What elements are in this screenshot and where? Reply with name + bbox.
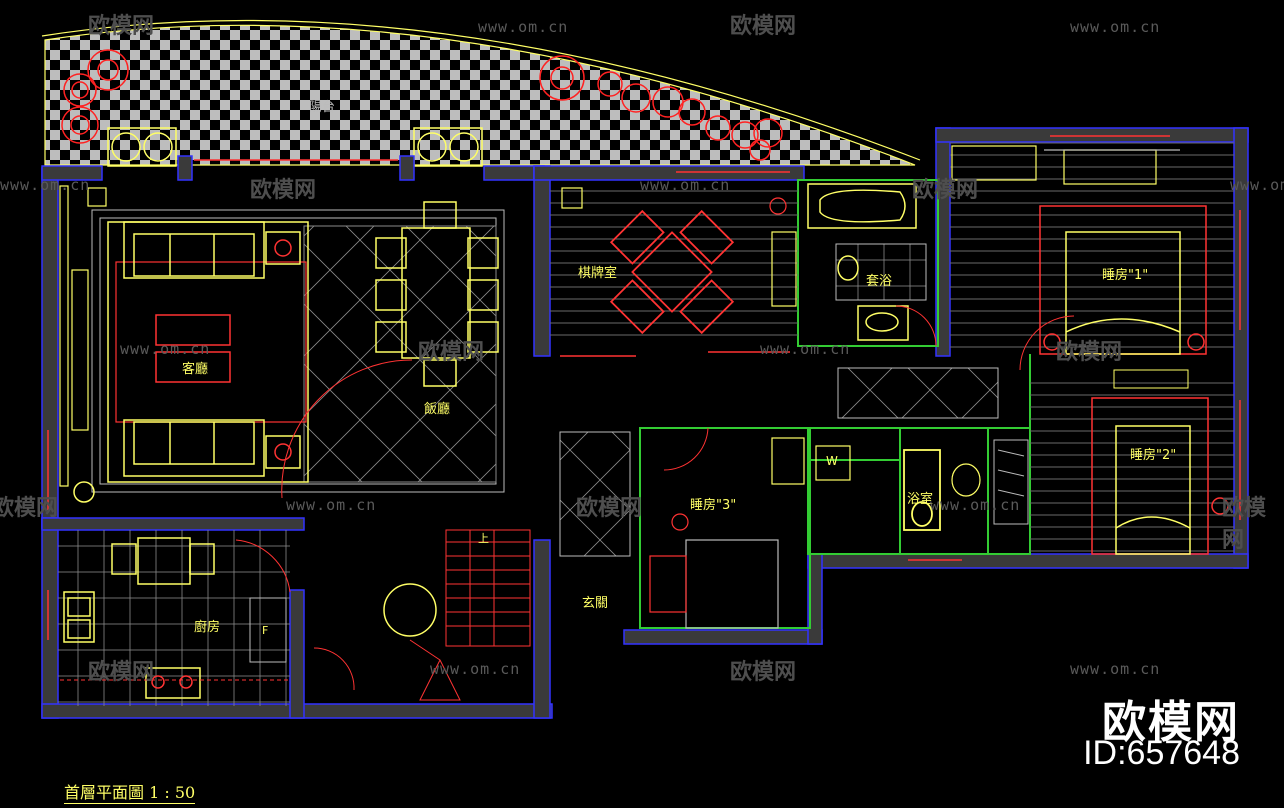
bathroom-cabinet	[993, 439, 1029, 525]
watermark-site: www.om.cn	[1230, 176, 1284, 194]
staircase	[409, 529, 531, 701]
dining-table	[375, 201, 499, 387]
watermark-brand: 欧模网	[250, 178, 317, 203]
watermark-site: www.om.cn	[1070, 660, 1161, 678]
watermark-site: www.om.cn	[0, 176, 91, 194]
door-swing-foyer	[313, 647, 355, 691]
plant-cluster-right	[539, 55, 783, 161]
bedroom2-floor	[1030, 372, 1234, 554]
plant-cluster-left	[61, 49, 129, 144]
bedroom1-bed	[1039, 205, 1207, 355]
bedroom1-wardrobe	[951, 145, 1180, 185]
watermark-site: www.om.cn	[760, 340, 851, 358]
room-label-bedroom1: 睡房"1"	[1102, 268, 1149, 283]
watermark-brand: 欧模网	[1056, 340, 1123, 365]
fridge-label: F	[262, 624, 269, 637]
watermark-site: www.om.cn	[120, 340, 211, 358]
chess-room-fixtures	[561, 187, 797, 307]
foyer-screen	[559, 431, 631, 557]
kitchen-dining-set	[111, 537, 215, 585]
watermark-site: www.om.cn	[640, 176, 731, 194]
watermark-brand: 欧模网	[730, 14, 797, 39]
sofa-bottom	[123, 419, 265, 477]
suite-shower	[835, 243, 927, 301]
watermark-brand: 欧模网	[912, 178, 979, 203]
watermark-brand: 欧模网	[730, 660, 797, 685]
watermark-site: www.om.cn	[478, 18, 569, 36]
watermark-brand: 欧模网	[1222, 496, 1267, 553]
bedroom2-desk	[1113, 369, 1189, 389]
kitchen-stove	[145, 667, 201, 699]
bathroom-fixtures	[771, 437, 981, 531]
balcony-terrace	[41, 19, 921, 166]
door-swing-dining	[281, 359, 413, 499]
watermark-brand: 欧模网	[576, 496, 643, 521]
washer-label: W	[826, 454, 838, 468]
exterior-walls	[41, 127, 1249, 719]
drawing-caption: 首層平面圖 1 : 50	[64, 779, 196, 804]
room-label-balcony: 陽台	[309, 100, 336, 115]
room-label-bedroom3: 睡房"3"	[690, 498, 737, 513]
bedroom3-furniture	[649, 513, 779, 629]
watermark-site: www.om.cn	[1070, 18, 1161, 36]
door-swing-suite	[895, 305, 937, 347]
door-swing-bedroom1	[1019, 315, 1075, 371]
coffee-table	[155, 314, 231, 383]
room-label-chess-room: 棋牌室	[578, 266, 618, 281]
room-label-living: 客廳	[182, 362, 209, 377]
door-swing-bedroom3	[663, 427, 709, 471]
door-swing-kitchen	[235, 539, 291, 593]
planter-pots	[107, 127, 483, 167]
watermark-site: www.om.cn	[286, 496, 377, 514]
suite-bathtub	[807, 183, 917, 229]
hall-cabinet	[837, 367, 999, 419]
model-id: ID:657648	[1083, 734, 1240, 772]
room-label-dining: 飯廳	[424, 402, 451, 417]
corner-brand-logo: 欧模网	[1102, 697, 1240, 748]
chess-room-floor	[550, 182, 798, 342]
chess-table	[609, 209, 735, 335]
room-label-suite-bath: 套浴	[866, 274, 893, 289]
stair-up-label: 上	[478, 532, 489, 545]
bedroom1-floor	[950, 140, 1234, 354]
sofa-top	[123, 221, 265, 279]
suite-fixtures	[837, 255, 909, 341]
fridge	[249, 597, 287, 663]
room-label-kitchen: 廚房	[194, 620, 221, 635]
watermark-brand: 欧模网	[88, 14, 155, 39]
windows	[47, 135, 1241, 640]
side-lamps	[73, 231, 301, 503]
kitchen-floor	[58, 530, 290, 706]
watermark-site: www.om.cn	[430, 660, 521, 678]
watermark-site: www.om.cn	[930, 496, 1021, 514]
room-label-foyer: 玄關	[582, 596, 609, 611]
living-west-details	[59, 185, 107, 487]
watermark-brand: 欧模网	[418, 340, 485, 365]
kitchen-sink	[63, 591, 95, 643]
watermark-brand: 欧模网	[88, 660, 155, 685]
room-label-bedroom2: 睡房"2"	[1130, 448, 1177, 463]
room-label-bathroom: 浴室	[907, 492, 934, 507]
round-table	[383, 583, 437, 637]
watermark-brand: 欧模网	[0, 496, 59, 521]
bedroom2-bed	[1091, 397, 1229, 555]
